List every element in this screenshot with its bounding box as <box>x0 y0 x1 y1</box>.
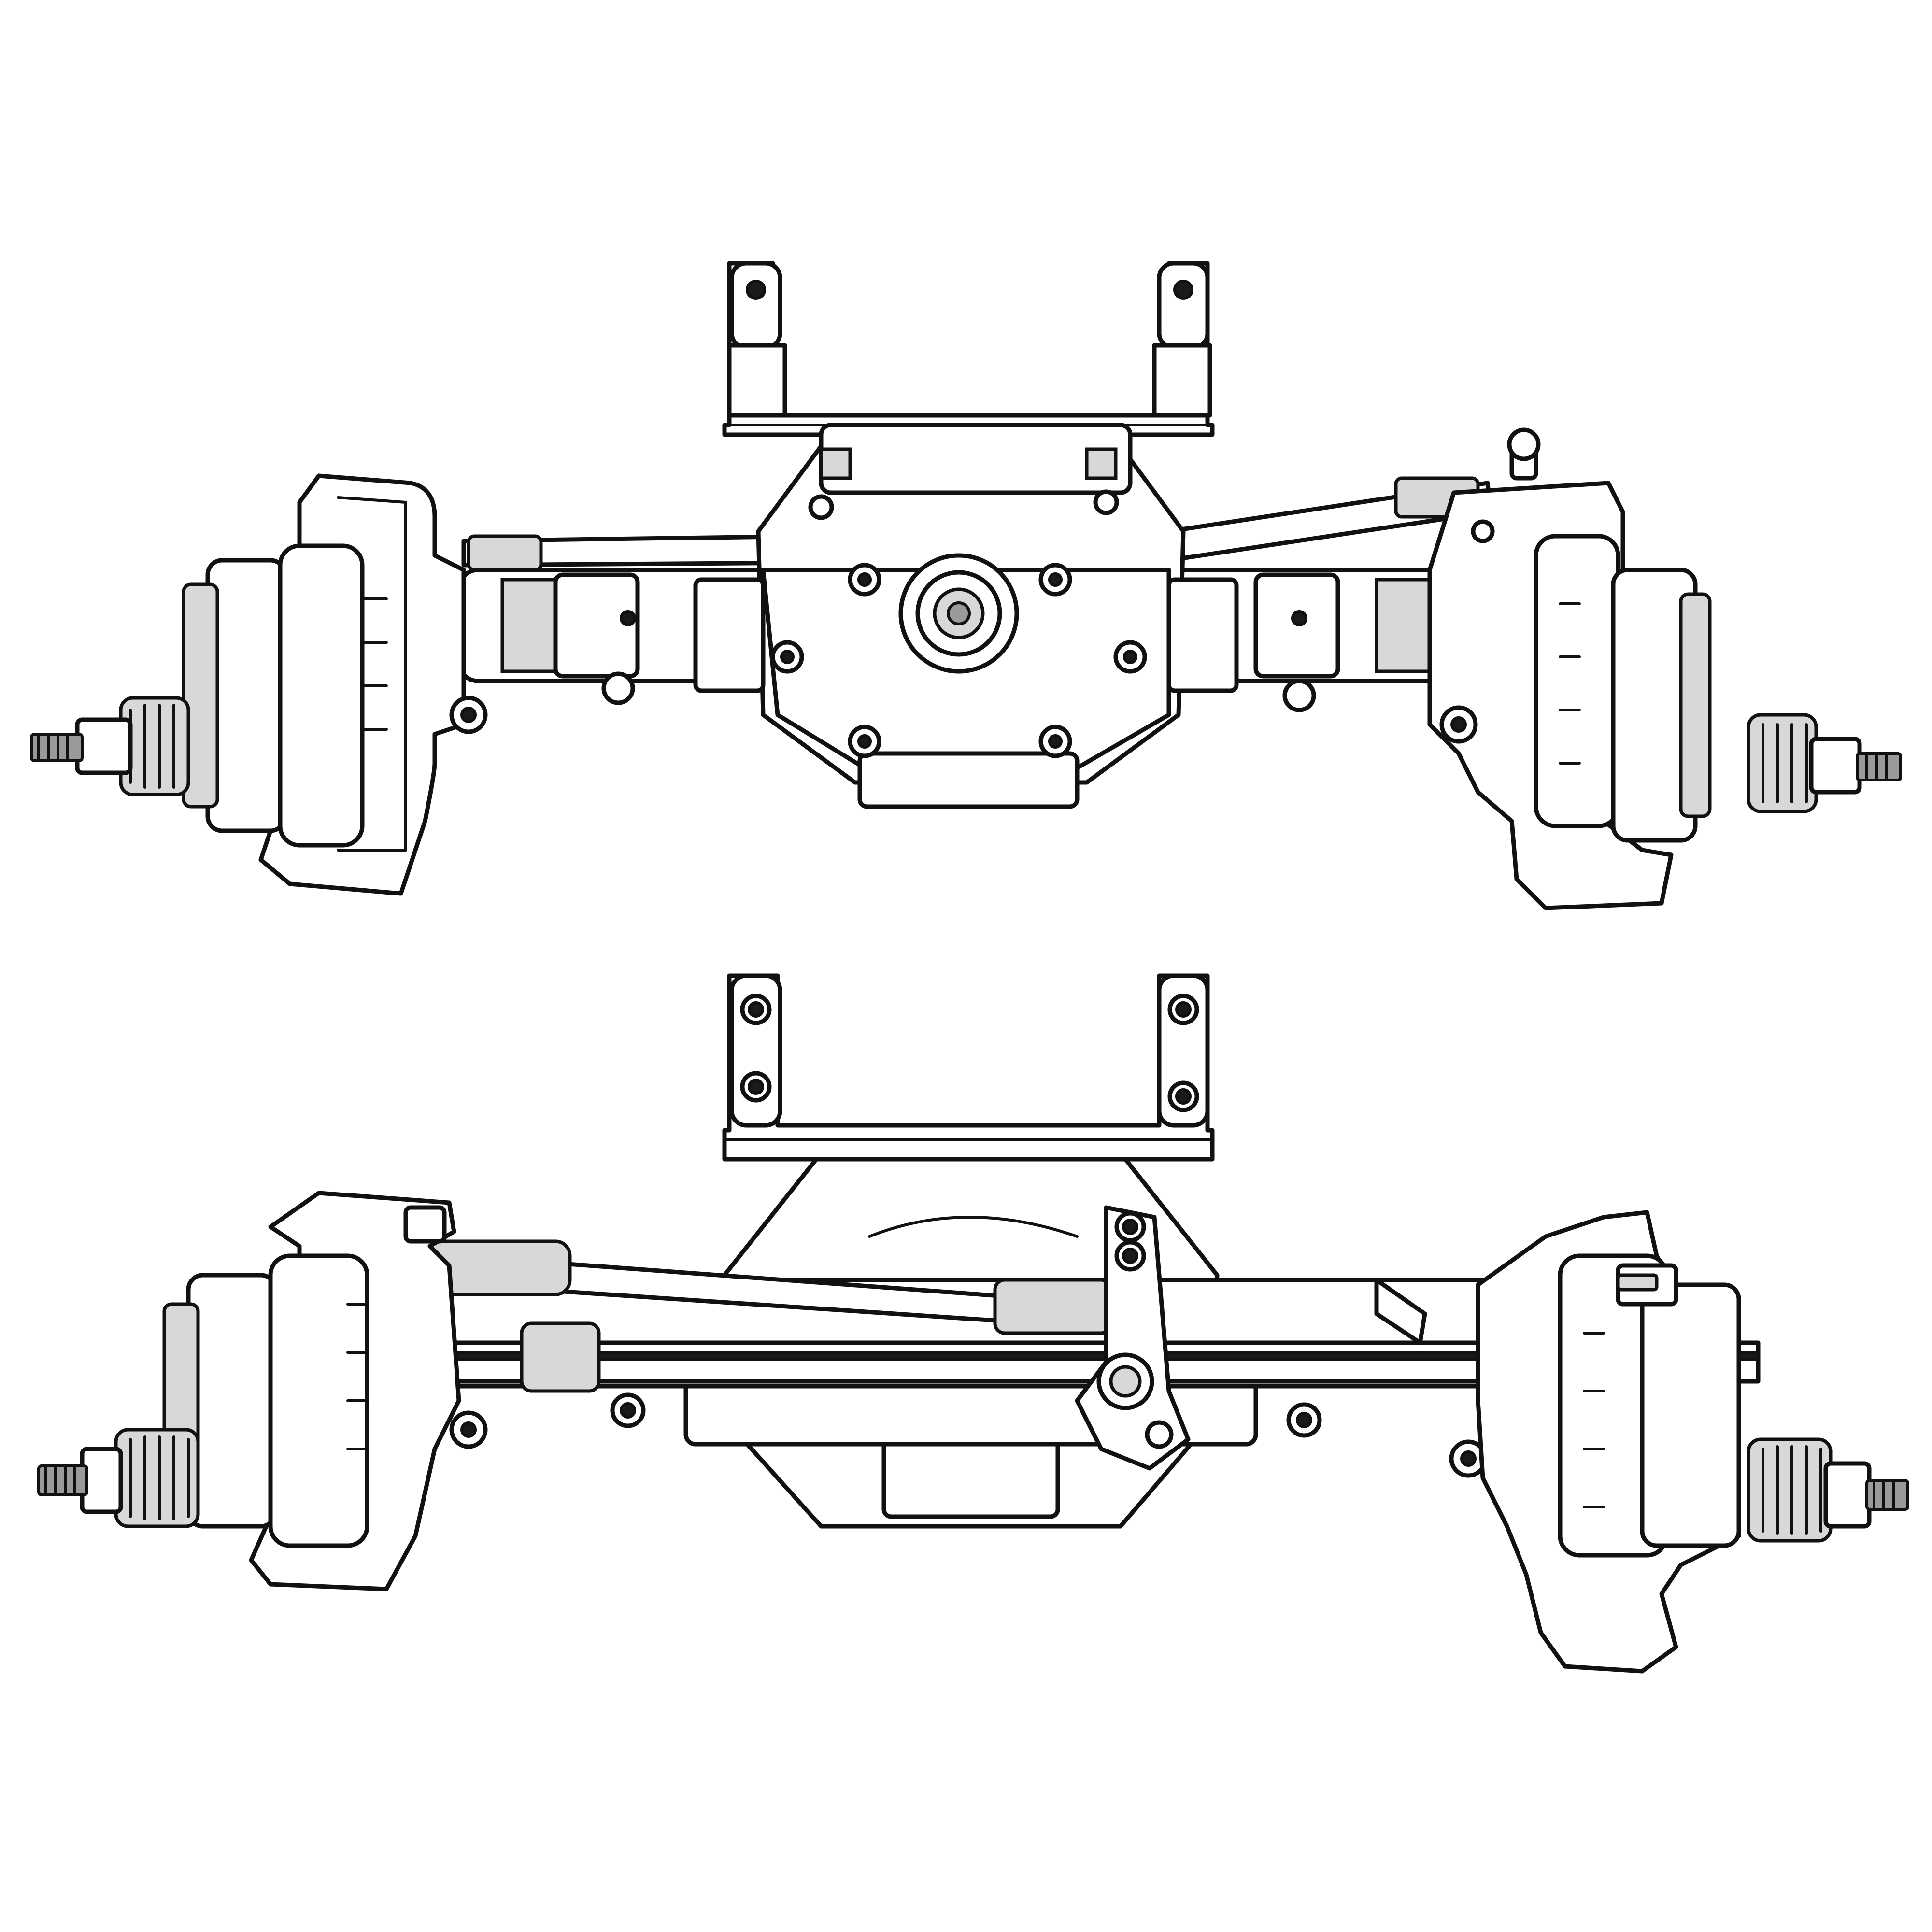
bottom-right-c-hub <box>1476 1210 1741 1674</box>
top-differential-housing <box>693 423 1239 809</box>
bottom-axle <box>37 973 1909 1674</box>
bottom-right-hub-stub <box>1747 1437 1909 1543</box>
bottom-bellcrank <box>1075 1205 1191 1471</box>
top-axle <box>30 261 1902 910</box>
top-shock-mount-bracket <box>722 261 1215 437</box>
top-left-hub-stub <box>30 696 190 796</box>
top-right-c-hub <box>1427 481 1712 910</box>
bottom-left-c-hub <box>162 1191 461 1591</box>
bottom-left-hub-stub <box>37 1428 200 1528</box>
bottom-shock-mount-bracket <box>722 973 1215 1162</box>
top-left-c-hub <box>182 473 488 896</box>
top-right-hub-stub <box>1747 713 1902 813</box>
